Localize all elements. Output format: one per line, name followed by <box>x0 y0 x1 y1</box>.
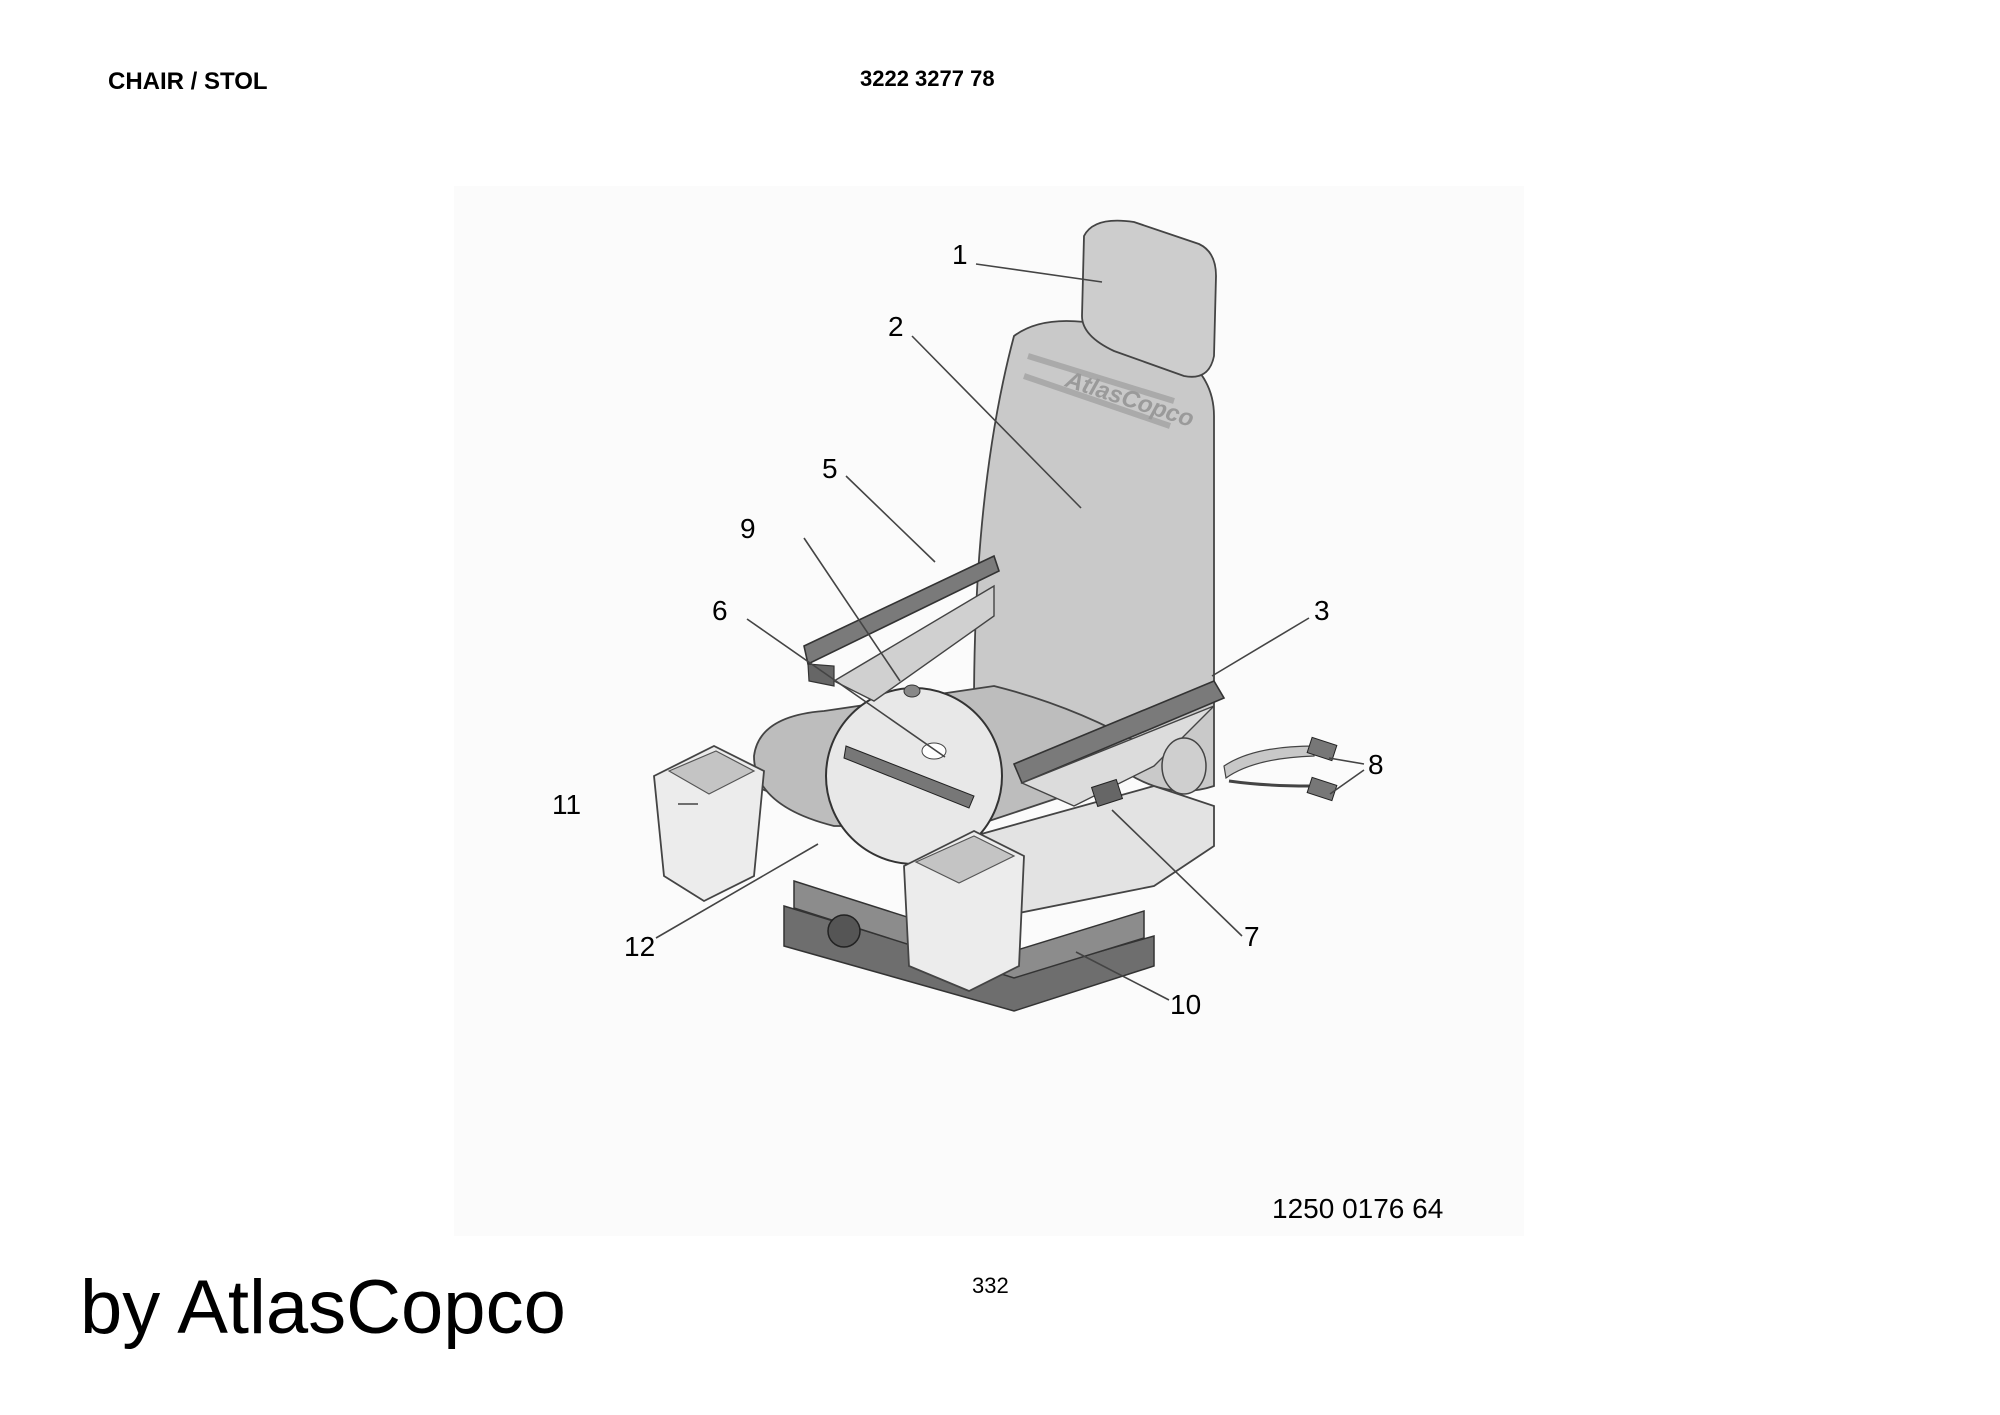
brand-footer: by AtlasCopco <box>80 1265 566 1350</box>
drawing-number: 1250 0176 64 <box>1272 1193 1443 1224</box>
callout-3: 3 <box>1314 595 1330 626</box>
callout-12: 12 <box>624 931 655 962</box>
callout-1: 1 <box>952 239 968 270</box>
callout-7: 7 <box>1244 921 1260 952</box>
callout-2: 2 <box>888 311 904 342</box>
chair-illustration: AtlasCopco <box>653 219 1338 1012</box>
part-number: 3222 3277 78 <box>860 66 995 91</box>
callout-11: 11 <box>552 789 581 820</box>
chair-exploded-drawing: AtlasCopco <box>454 186 1524 1236</box>
callout-5: 5 <box>822 453 838 484</box>
callout-6: 6 <box>712 595 728 626</box>
page-title: CHAIR / STOL <box>108 68 268 95</box>
page-number: 332 <box>972 1273 1009 1298</box>
leader-lines <box>655 263 1365 1001</box>
callout-8: 8 <box>1368 749 1384 780</box>
callout-9: 9 <box>740 513 756 544</box>
callout-10: 10 <box>1170 989 1201 1020</box>
